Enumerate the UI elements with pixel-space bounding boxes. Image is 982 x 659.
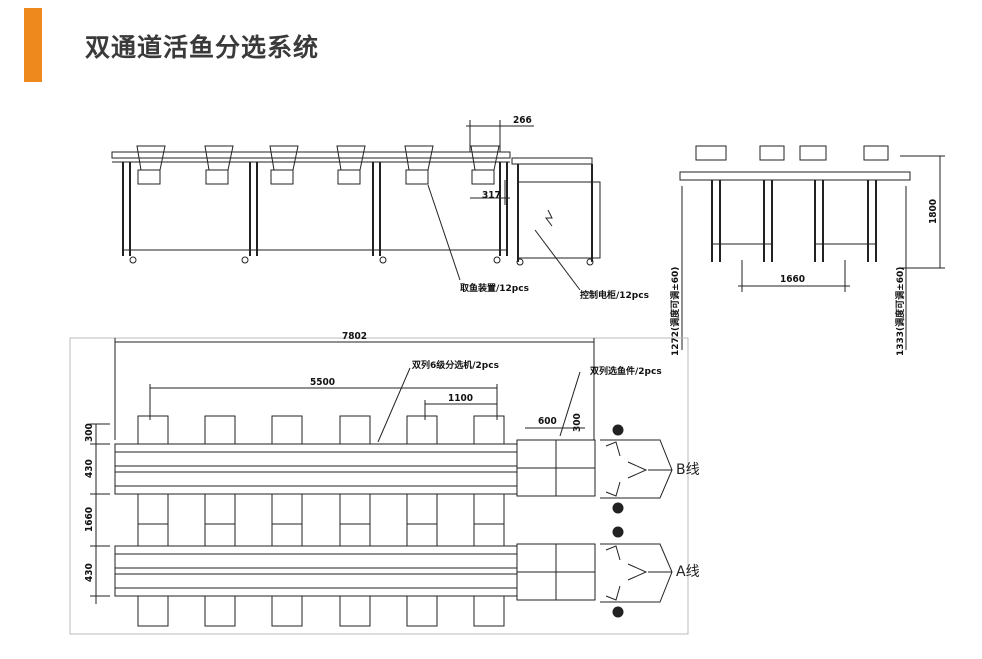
line-b-label: B线 [676,462,700,478]
dim-lane-a: 430 [84,563,95,582]
line-a-label: A线 [676,564,700,580]
dim-left-top: 300 [84,423,95,442]
side-elevation [111,120,601,291]
dim-lane-b: 430 [84,459,95,478]
dim-top: 266 [513,115,532,126]
dim-width: 1660 [780,274,805,285]
callout-cabinet: 控制电柜/12pcs [580,289,649,301]
page-title: 双通道活鱼分选系统 [85,33,320,62]
dim-feed: 600 [538,416,557,427]
dim-drop: 317 [482,190,501,201]
dim-right: 1333(调度可调±60) [894,267,906,356]
dim-gap: 1660 [84,507,95,532]
dim-height: 1800 [928,199,939,224]
accent-bar [24,8,42,82]
plan-view [69,337,689,635]
callout-feeder: 双列选鱼件/2pcs [590,365,662,377]
dim-span: 5500 [310,377,335,388]
end-elevation [679,145,945,350]
callout-device: 取鱼装置/12pcs [460,282,529,294]
dim-pitch: 1100 [448,393,473,404]
dim-total: 7802 [342,331,367,342]
dim-left: 1272(调度可调±60) [669,267,681,356]
callout-sorter: 双列6级分选机/2pcs [412,359,499,371]
dim-feed-h: 300 [572,413,583,432]
